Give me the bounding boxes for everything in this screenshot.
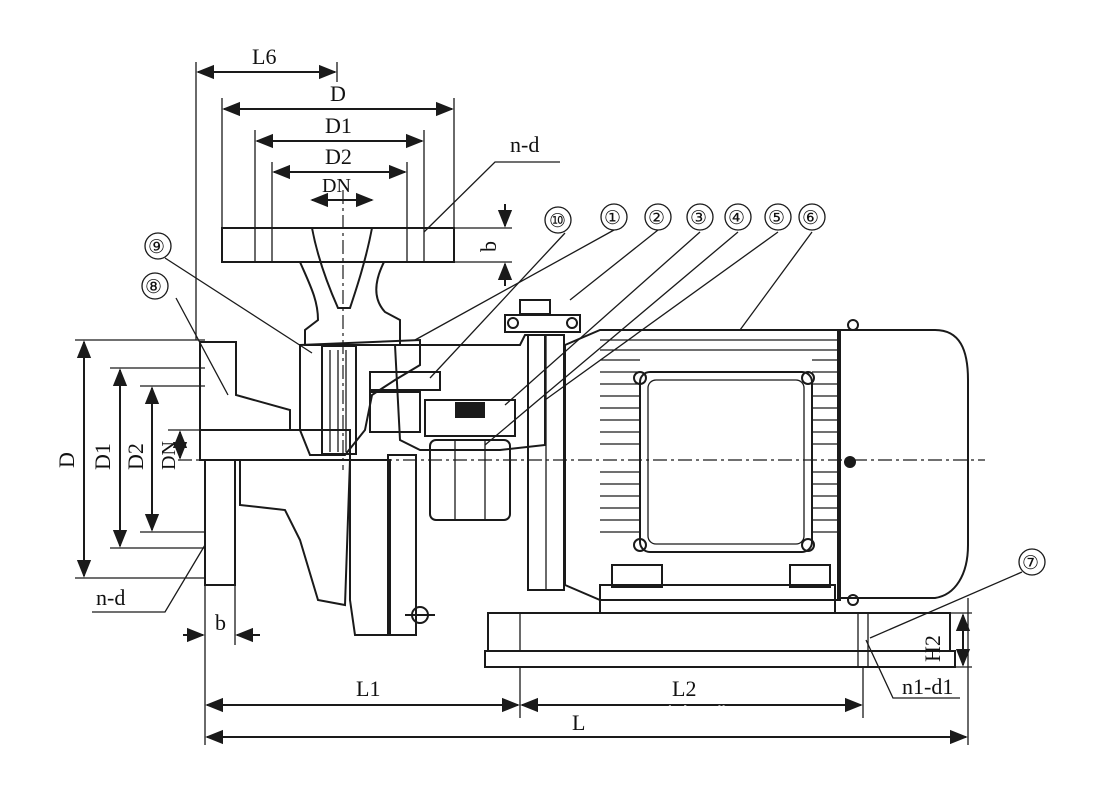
callout-9: ⑨ [148, 237, 165, 258]
callout-9-circle [144, 232, 172, 260]
callout-6-circle [798, 203, 826, 231]
dim-b-top: b [476, 241, 501, 252]
callout-8-circle [141, 272, 169, 300]
bottom-dimension-lines [204, 571, 1023, 745]
dim-DN-side: DN [158, 441, 180, 470]
base-plate [484, 612, 956, 668]
watermark-text: 上久泵业 [662, 704, 730, 725]
bracket-housing [369, 299, 581, 591]
callout-1: ① [604, 208, 621, 229]
callout-10-circle [544, 206, 572, 234]
dim-DN-top: DN [322, 175, 351, 197]
dim-nd-bottom: n-d [96, 585, 125, 610]
dim-D1-top: D1 [325, 113, 352, 138]
dim-H2: H2 [920, 635, 945, 662]
dim-n1d1: n1-d1 [902, 674, 953, 699]
dim-L6: L6 [252, 44, 276, 69]
dim-nd-top: n-d [510, 132, 539, 157]
callout-3: ③ [690, 208, 707, 229]
discharge-flange [221, 227, 455, 346]
callout-2-circle [644, 203, 672, 231]
dim-D-side: D [54, 452, 79, 468]
callout-1-circle [600, 203, 628, 231]
callout-7-circle [1018, 548, 1046, 576]
callout-10: ⑩ [549, 211, 566, 232]
dim-b-bottom: b [215, 610, 226, 635]
callout-leaders [164, 229, 813, 446]
motor [564, 319, 969, 614]
callout-6: ⑥ [802, 208, 819, 229]
dim-L: L [572, 710, 585, 735]
callout-8: ⑧ [145, 277, 162, 298]
dim-D2-top: D2 [325, 144, 352, 169]
callout-4: ④ [728, 208, 745, 229]
callout-7: ⑦ [1022, 553, 1039, 574]
top-dimension-lines [195, 62, 560, 340]
left-dimension-lines [75, 339, 260, 645]
dim-D-top: D [330, 81, 346, 106]
dim-D2-side: D2 [123, 443, 148, 470]
callout-4-circle [724, 203, 752, 231]
callout-circles [141, 203, 1046, 576]
callout-5-circle [764, 203, 792, 231]
dim-L2: L2 [672, 676, 696, 701]
dim-L1: L1 [356, 676, 380, 701]
callout-5: ⑤ [768, 208, 785, 229]
callout-3-circle [686, 203, 714, 231]
dim-D1-side: D1 [90, 443, 115, 470]
callout-2: ② [648, 208, 665, 229]
